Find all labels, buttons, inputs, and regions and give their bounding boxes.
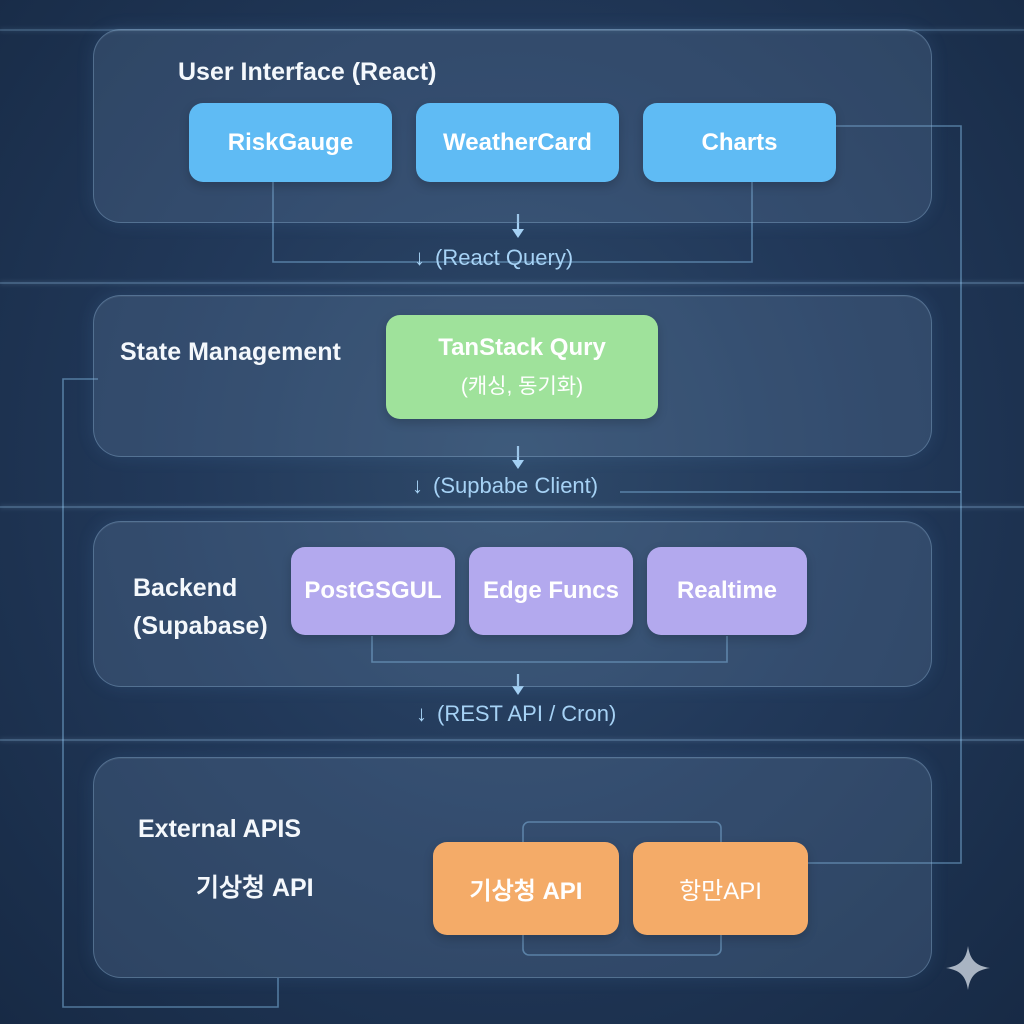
arrow-head-1 [512, 229, 524, 238]
edge-label-supabase-client-text: (Supbabe Client) [433, 473, 599, 498]
backend-layer-title-line1: Backend [133, 574, 238, 602]
edge-label-supabase-client: ↓ (Supbabe Client) [412, 473, 598, 499]
realtime-box[interactable]: Realtime [647, 547, 807, 635]
postgsgul-box[interactable]: PostGSGUL [291, 547, 455, 635]
right-loop-line [808, 125, 962, 864]
tanstack-query-sublabel: (캐싱, 동기화) [460, 375, 584, 398]
backend-layer-title-line2: (Supabase) [133, 612, 268, 640]
tanstack-query-box[interactable]: TanStack Qury (캐싱, 동기화) [386, 315, 658, 419]
edge-funcs-box[interactable]: Edge Funcs [469, 547, 633, 635]
state-layer-title: State Management [120, 338, 341, 366]
kma-api-label: 기상청 API [469, 878, 583, 905]
charts-label: Charts [701, 128, 778, 156]
postgsgul-label: PostGSGUL [304, 577, 442, 604]
charts-box[interactable]: Charts [643, 103, 836, 182]
weathercard-label: WeatherCard [443, 128, 592, 156]
sparkle-icon [946, 946, 990, 990]
down-arrow-icon: ↓ [416, 701, 427, 726]
edge-label-react-query: ↓ (React Query) [414, 245, 573, 271]
weathercard-box[interactable]: WeatherCard [416, 103, 619, 182]
edge-label-react-query-text: (React Query) [435, 245, 574, 270]
riskgauge-box[interactable]: RiskGauge [189, 103, 392, 182]
realtime-label: Realtime [676, 577, 778, 604]
port-api-box[interactable]: 항만API [633, 842, 808, 935]
arrow-head-2 [512, 460, 524, 469]
edge-label-rest-api: ↓ (REST API / Cron) [416, 701, 616, 727]
down-arrow-icon: ↓ [414, 245, 425, 270]
edge-label-rest-api-text: (REST API / Cron) [437, 701, 617, 726]
arrow-head-3 [512, 686, 524, 695]
external-side-label: 기상청 API [196, 874, 314, 902]
tanstack-query-label: TanStack Qury [438, 334, 606, 361]
ui-layer-title: User Interface (React) [178, 58, 437, 86]
external-layer-title: External APIS [138, 815, 302, 843]
down-arrow-icon: ↓ [412, 473, 423, 498]
kma-api-box[interactable]: 기상청 API [433, 842, 619, 935]
riskgauge-label: RiskGauge [227, 128, 354, 156]
port-api-label: 항만API [679, 878, 762, 905]
edge-funcs-label: Edge Funcs [482, 577, 620, 604]
